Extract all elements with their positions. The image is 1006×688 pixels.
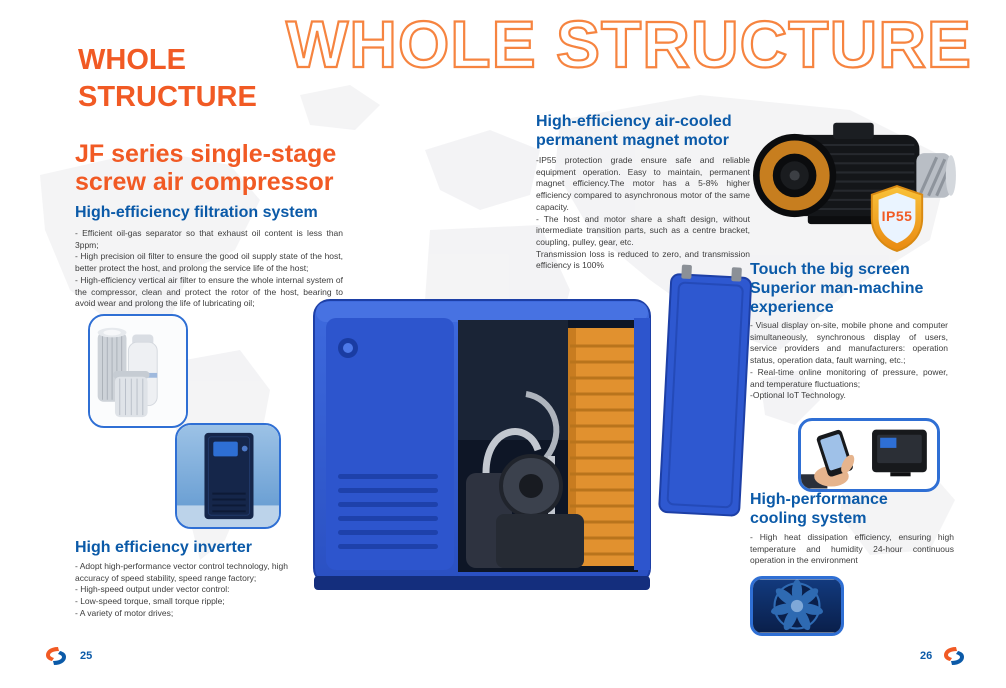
- brand-logo-left: [44, 646, 68, 666]
- page-number-left: 25: [80, 650, 93, 662]
- page-number-right: 26: [920, 650, 933, 662]
- motor-heading: High-efficiency air-cooled permanent mag…: [536, 113, 732, 150]
- ip55-badge: IP55: [866, 182, 928, 254]
- page-title: WHOLE STRUCTURE: [78, 44, 257, 113]
- touch-body: - Visual display on-site, mobile phone a…: [750, 320, 948, 401]
- cooling-body: - High heat dissipation efficiency, ensu…: [750, 532, 954, 566]
- filtration-heading: High-efficiency filtration system: [75, 204, 318, 221]
- ip55-badge-label: IP55: [881, 208, 913, 224]
- brand-logo-right: [942, 646, 966, 666]
- inverter-heading: High efficiency inverter: [75, 539, 252, 556]
- cooling-heading: High-performance cooling system: [750, 491, 888, 528]
- motor-body: -IP55 protection grade ensure safe and r…: [536, 155, 750, 271]
- oil-filters-image: [88, 314, 188, 428]
- series-title: JF series single-stage screw air compres…: [75, 140, 337, 197]
- filtration-body: - Efficient oil-gas separator so that ex…: [75, 228, 343, 309]
- inverter-body: - Adopt high-performance vector control …: [75, 561, 288, 618]
- compressor-illustration: [296, 258, 754, 632]
- inverter-image: [175, 423, 281, 529]
- cooling-fan-image: [750, 576, 844, 636]
- touch-heading: Touch the big screen Superior man-machin…: [750, 261, 924, 317]
- compressor-door: [658, 264, 752, 517]
- watermark-title: WHOLE STRUCTURE: [285, 6, 972, 82]
- motor-image: [752, 118, 960, 236]
- touch-screen-image: [798, 418, 940, 492]
